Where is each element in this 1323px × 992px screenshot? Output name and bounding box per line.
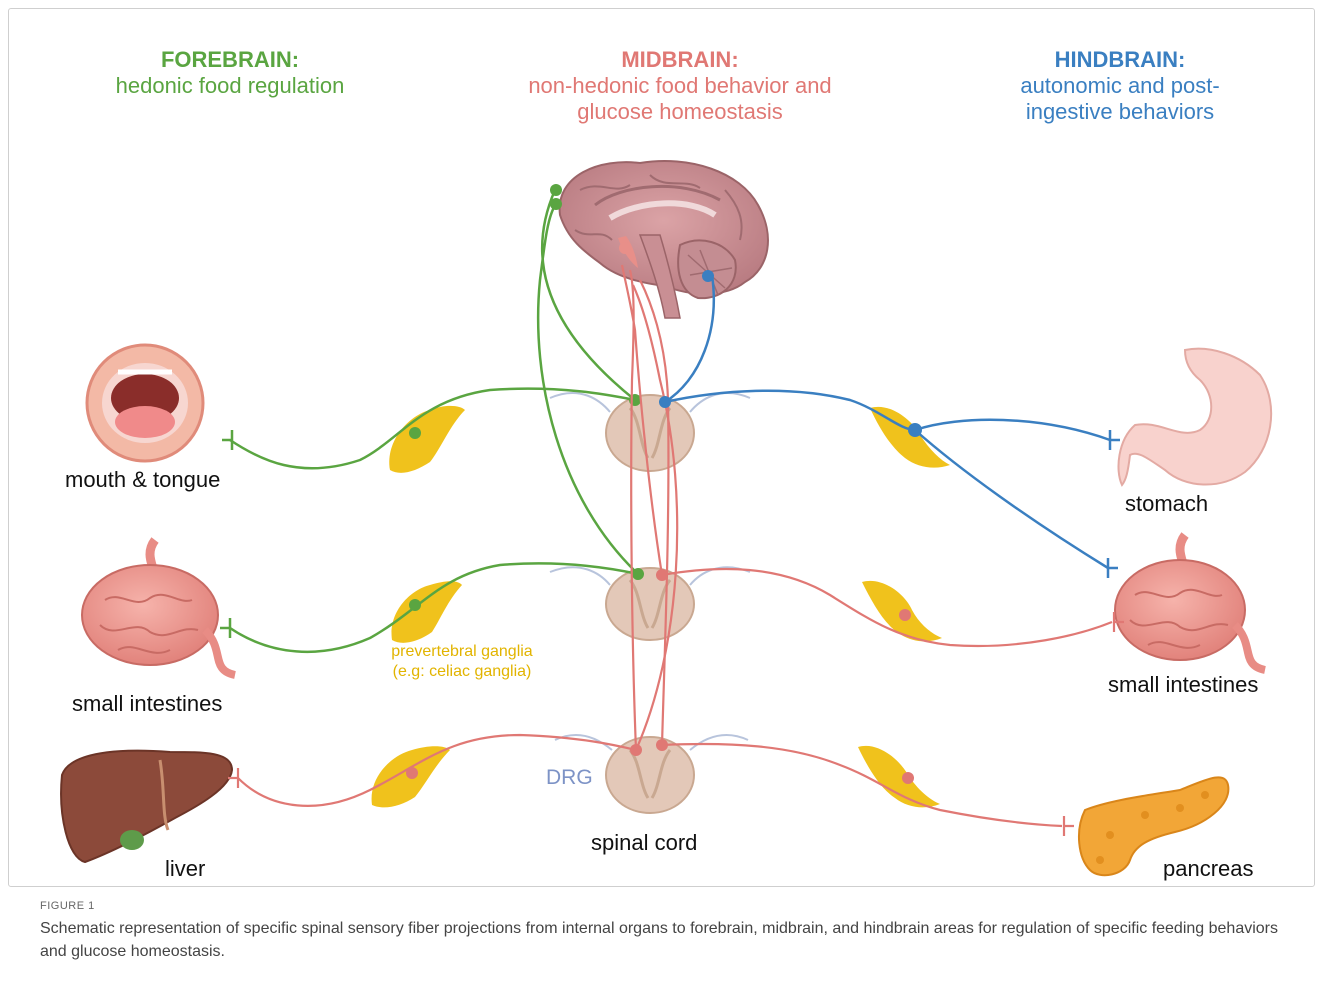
mouth-terminal <box>222 430 232 450</box>
pancreas-label: pancreas <box>1163 856 1254 882</box>
forebrain-dot-1 <box>550 184 562 196</box>
green-ganglion-dot-upper <box>409 427 421 439</box>
drg-label: DRG <box>546 766 593 790</box>
hindbrain-dot <box>702 270 714 282</box>
stomach-illustration <box>1118 349 1271 485</box>
blue-spinal-dot <box>659 396 671 408</box>
ganglia-label-line2: (e.g: celiac ganglia) <box>352 662 572 682</box>
red-spinal-dot-lower-left <box>630 744 642 756</box>
spinal-segment-upper <box>550 393 750 471</box>
brain-illustration <box>560 161 768 318</box>
blue-ganglion-dot <box>908 423 922 437</box>
mouth-illustration <box>87 345 203 461</box>
mouth-label: mouth & tongue <box>65 467 220 493</box>
stomach-label: stomach <box>1125 491 1208 517</box>
small-intestines-right-illustration <box>1115 535 1265 670</box>
caption-text: Schematic representation of specific spi… <box>40 917 1290 963</box>
spinal-cord-illustration <box>550 393 750 813</box>
spinal-cord-label: spinal cord <box>591 830 697 856</box>
pancreas-terminal <box>1064 816 1074 836</box>
red-ganglion-dot-right-lower <box>902 772 914 784</box>
ganglia-label: prevertebral ganglia (e.g: celiac gangli… <box>352 642 572 682</box>
red-spinal-dot-middle <box>656 569 668 581</box>
stomach-terminal <box>1110 430 1120 450</box>
intestines-left-terminal <box>220 618 230 638</box>
red-ganglion-dot-left-lower <box>406 767 418 779</box>
intestines-right-blue-terminal <box>1108 558 1118 578</box>
forebrain-dot-2 <box>550 198 562 210</box>
small-intestines-left-illustration <box>82 540 235 675</box>
ganglion-left-upper <box>389 406 465 473</box>
green-ganglion-dot-middle <box>409 599 421 611</box>
spinal-segment-middle <box>550 567 750 640</box>
liver-illustration <box>61 751 232 862</box>
small-intestines-right-label: small intestines <box>1108 672 1258 698</box>
liver-label: liver <box>165 856 205 882</box>
ganglion-right-lower <box>858 746 940 808</box>
midbrain-fibers <box>238 265 1112 826</box>
figure-number: FIGURE 1 <box>40 900 1290 912</box>
green-spinal-dot-middle <box>632 568 644 580</box>
ganglion-left-middle <box>392 581 462 643</box>
red-spinal-dot-lower-right <box>656 739 668 751</box>
ganglia-label-line1: prevertebral ganglia <box>352 642 572 662</box>
red-ganglion-dot-right-middle <box>899 609 911 621</box>
figure-caption: FIGURE 1 Schematic representation of spe… <box>40 900 1290 963</box>
small-intestines-left-label: small intestines <box>72 691 222 717</box>
